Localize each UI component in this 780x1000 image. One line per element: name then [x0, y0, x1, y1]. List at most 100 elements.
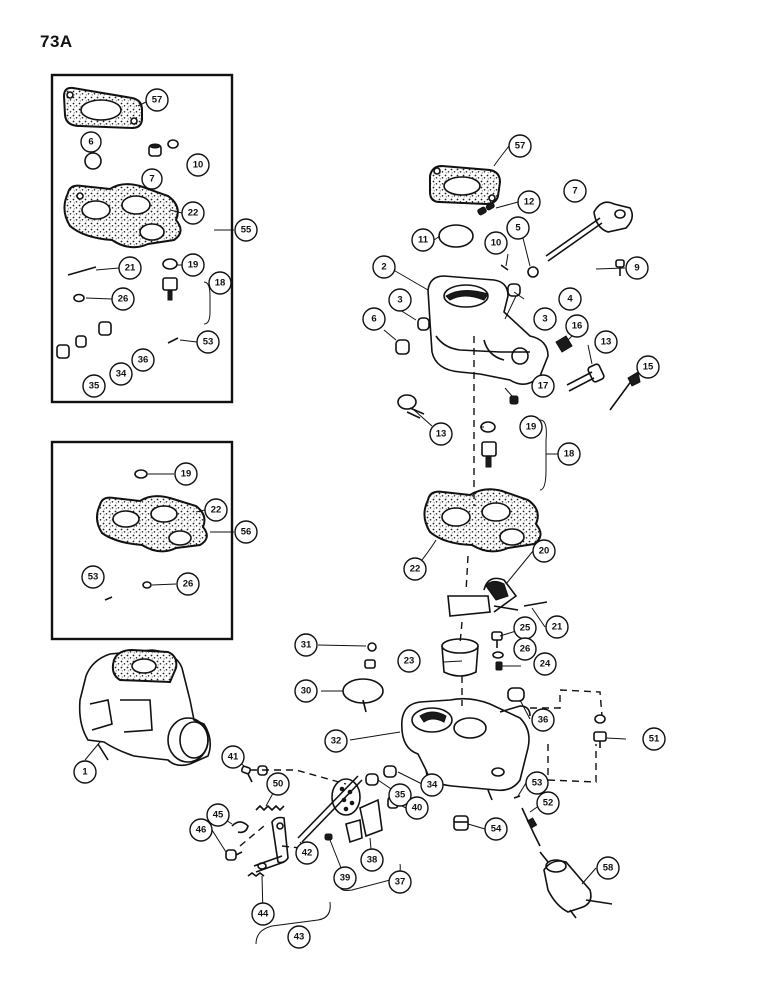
svg-text:21: 21: [552, 622, 563, 633]
pin-21: [523, 601, 548, 607]
fitting-13-right: [566, 363, 605, 392]
callout-53: 53: [196, 330, 220, 354]
callout-21: 21: [118, 256, 142, 280]
screw-51: [593, 714, 607, 748]
svg-text:57: 57: [515, 141, 526, 152]
svg-text:34: 34: [427, 780, 438, 791]
callout-31: 31: [294, 633, 318, 657]
callout-23: 23: [397, 649, 421, 673]
jet-24: [495, 661, 503, 671]
callout-43: 43: [287, 925, 311, 949]
svg-text:19: 19: [181, 469, 192, 480]
bushing-3-right: [507, 283, 521, 297]
washer-26: [492, 651, 504, 659]
callout-10: 10: [186, 153, 210, 177]
kit55-washer-26: [73, 293, 85, 303]
callout-56: 56: [234, 520, 258, 544]
spring-50: [255, 804, 285, 812]
callout-12: 12: [517, 190, 541, 214]
callout-19: 19: [519, 415, 543, 439]
svg-text:53: 53: [532, 778, 543, 789]
callout-19: 19: [181, 253, 205, 277]
callout-34: 34: [420, 773, 444, 797]
svg-text:23: 23: [404, 656, 415, 667]
callout-40: 40: [405, 796, 429, 820]
choke-shaft-7: [545, 201, 634, 262]
svg-text:40: 40: [412, 803, 423, 814]
svg-text:22: 22: [410, 564, 421, 575]
svg-text:22: 22: [188, 208, 199, 219]
callout-44: 44: [251, 902, 275, 926]
screw-44: [247, 872, 265, 877]
callout-32: 32: [324, 729, 348, 753]
jet-25: [491, 631, 503, 648]
svg-text:37: 37: [395, 877, 406, 888]
svg-text:34: 34: [116, 369, 127, 380]
bushing-35: [365, 773, 379, 786]
svg-text:42: 42: [302, 848, 313, 859]
svg-text:26: 26: [183, 579, 194, 590]
callout-11: 11: [411, 228, 435, 252]
svg-text:24: 24: [540, 659, 551, 670]
svg-text:51: 51: [649, 734, 660, 745]
kit56-washer-19: [134, 469, 148, 479]
svg-text:18: 18: [564, 449, 575, 460]
kit56-washer-26: [142, 581, 152, 589]
callout-53: 53: [81, 565, 105, 589]
throttle-body-32: [401, 697, 531, 801]
callout-15: 15: [636, 355, 660, 379]
kit55-body-gasket: [63, 183, 182, 249]
callout-24: 24: [533, 652, 557, 676]
gasket-kit-box-56: [50, 440, 234, 641]
svg-text:25: 25: [520, 623, 531, 634]
svg-text:7: 7: [572, 186, 577, 197]
callout-7: 7: [141, 168, 163, 190]
needle-seat-18: [481, 441, 497, 468]
svg-text:11: 11: [418, 235, 429, 246]
svg-text:41: 41: [228, 752, 239, 763]
svg-text:15: 15: [643, 362, 654, 373]
svg-text:26: 26: [118, 294, 129, 305]
callout-22: 22: [204, 498, 228, 522]
svg-text:20: 20: [539, 546, 550, 557]
svg-text:38: 38: [367, 855, 378, 866]
callout-41: 41: [221, 745, 245, 769]
kit55-jet: [167, 337, 179, 344]
air-horn-body-2: [427, 275, 549, 385]
bracket-18: [539, 419, 547, 491]
svg-text:17: 17: [538, 381, 549, 392]
choke-plate-11: [438, 224, 474, 248]
svg-text:13: 13: [601, 337, 612, 348]
callout-25: 25: [513, 616, 537, 640]
clip-45: [231, 821, 249, 834]
callout-55: 55: [234, 218, 258, 242]
bushing-3-left: [417, 317, 430, 331]
callout-39: 39: [333, 866, 357, 890]
assembly-axis-mid: [465, 555, 469, 593]
callout-58: 58: [596, 856, 620, 880]
callout-10: 10: [484, 231, 508, 255]
kit55-flange-gasket: [62, 86, 143, 130]
svg-text:36: 36: [538, 715, 549, 726]
callout-42: 42: [295, 841, 319, 865]
idle-needle-15: [609, 371, 641, 411]
kit56-body-gasket: [96, 495, 208, 553]
throttle-lever-disc: [331, 778, 361, 816]
callout-26: 26: [513, 637, 537, 661]
svg-text:6: 6: [88, 137, 93, 148]
svg-text:6: 6: [371, 314, 376, 325]
plug-17: [509, 395, 519, 405]
callout-22: 22: [403, 557, 427, 581]
screw-39: [324, 833, 333, 841]
callout-13: 13: [594, 330, 618, 354]
page-number: 73A: [40, 32, 73, 51]
svg-text:4: 4: [567, 294, 573, 305]
bracket-18-kit: [203, 281, 211, 325]
fitting-13-left: [397, 394, 425, 419]
svg-text:45: 45: [213, 810, 224, 821]
callout-51: 51: [642, 727, 666, 751]
svg-text:56: 56: [241, 527, 252, 538]
callout-13: 13: [429, 422, 453, 446]
kit55-bushing: [148, 143, 162, 157]
